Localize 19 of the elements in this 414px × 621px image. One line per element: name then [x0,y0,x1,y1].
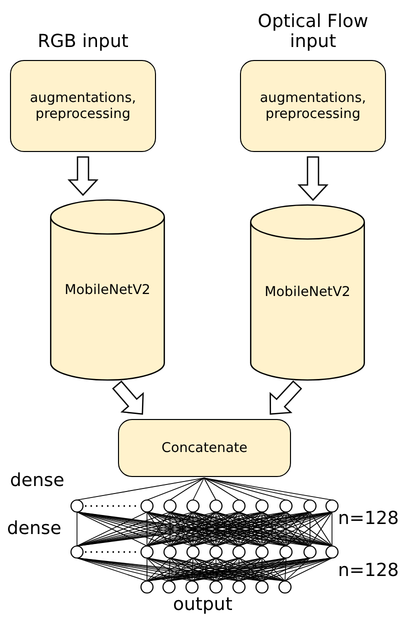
box-heading: Optical Flow input [256,12,370,53]
cylinder-shape [250,205,365,380]
node-label: augmentations, preprocessing [258,90,368,122]
cylinder-shape [50,200,165,380]
process-box [118,419,291,477]
node-label: MobileNetV2 [264,284,350,301]
block-arrow [270,380,302,415]
node-label: Concatenate [162,440,248,456]
layer-label: n=128 [338,508,399,529]
layer-label: dense [10,470,64,491]
layer-label: output [173,594,232,615]
block-arrow [68,156,98,196]
block-arrow [298,156,328,201]
block-arrow [112,380,144,415]
box-heading: RGB input [36,32,130,53]
node-label: augmentations, preprocessing [28,90,138,122]
node-label: MobileNetV2 [64,282,150,298]
layer-label: n=128 [338,560,399,581]
layer-label: dense [7,518,62,539]
